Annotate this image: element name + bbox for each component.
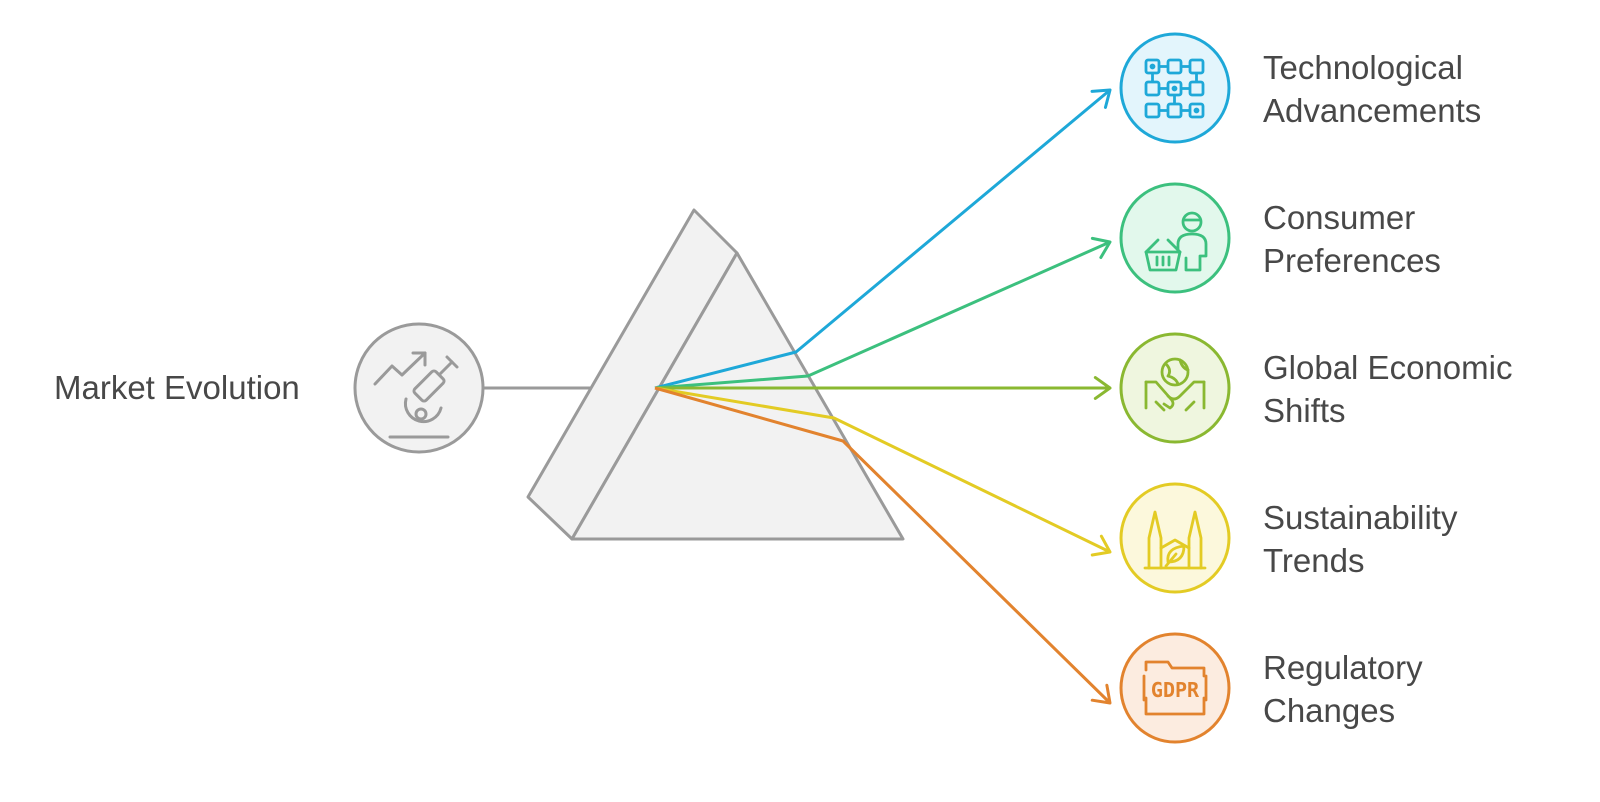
node-sustainability-trends: [1119, 482, 1231, 594]
ray-regulatory: [654, 386, 1112, 705]
ray-regulatory-arrowhead: [1090, 683, 1112, 705]
node-global-economic-shifts: [1119, 332, 1231, 444]
source-label: Market Evolution: [54, 366, 300, 409]
label-technological-advancements: Technological Advancements: [1263, 46, 1481, 132]
node-technological-advancements: [1119, 32, 1231, 144]
label-regulatory-changes: Regulatory Changes: [1263, 646, 1423, 732]
ray-consumer: [654, 240, 1111, 390]
prism: [526, 208, 905, 541]
label-line-2: Trends: [1263, 542, 1365, 579]
label-sustainability-trends: Sustainability Trends: [1263, 496, 1457, 582]
label-consumer-preferences: Consumer Preferences: [1263, 196, 1441, 282]
ray-consumer-arrowhead: [1090, 236, 1112, 260]
label-line-1: Sustainability: [1263, 499, 1458, 536]
source-node: [353, 322, 485, 454]
eco-factory-icon: [1143, 510, 1207, 570]
node-regulatory-changes: GDPR: [1119, 632, 1231, 744]
label-line-2: Preferences: [1263, 242, 1441, 279]
shopper-basket-icon: [1144, 211, 1208, 272]
microscope-growth-icon: [373, 351, 459, 439]
label-line-2: Advancements: [1263, 92, 1482, 129]
circuit-grid-icon: [1144, 58, 1205, 119]
gdpr-text: GDPR: [1151, 678, 1200, 702]
source-label-text: Market Evolution: [54, 369, 300, 406]
label-line-1: Regulatory: [1263, 649, 1423, 686]
ray-global-arrowhead: [1093, 376, 1112, 400]
ray-technological-arrowhead: [1090, 88, 1112, 109]
label-global-economic-shifts: Global Economic Shifts: [1263, 346, 1512, 432]
label-line-2: Changes: [1263, 692, 1396, 729]
label-line-1: Global Economic: [1263, 349, 1513, 386]
ray-sustainability-arrowhead: [1090, 534, 1112, 557]
label-line-2: Shifts: [1263, 392, 1346, 429]
output-rays: [654, 88, 1112, 705]
label-line-1: Technological: [1263, 49, 1463, 86]
ray-sustainability: [654, 386, 1111, 554]
gdpr-folder-icon: [1142, 660, 1208, 716]
label-line-1: Consumer: [1263, 199, 1416, 236]
globe-handshake-icon: [1144, 357, 1206, 412]
node-consumer-preferences: [1119, 182, 1231, 294]
ray-technological: [654, 88, 1111, 390]
